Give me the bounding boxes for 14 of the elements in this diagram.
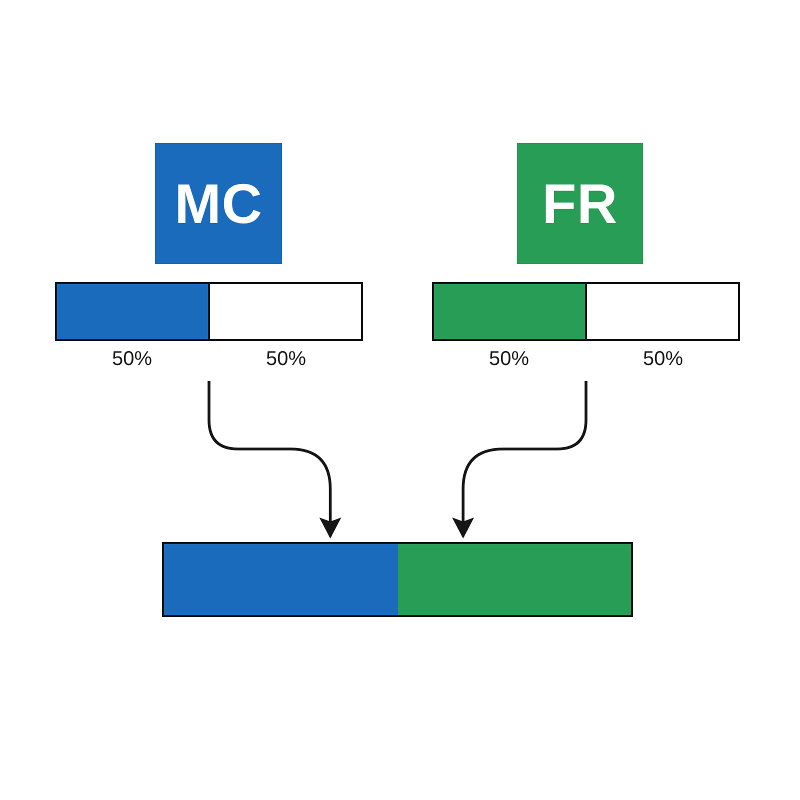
tile-label: MC [174,172,263,234]
bar-segment [164,544,398,615]
arrow [452,381,588,538]
bar-segment [57,284,208,339]
bar-segment [398,544,631,615]
bar-segment [434,284,585,339]
percent-label: 50% [266,348,306,371]
label-tile [517,143,643,264]
percent-label: 50% [488,348,530,371]
tile-label: FR [542,172,618,234]
percent-label: 50% [112,348,152,371]
arrow [208,381,342,538]
label-tile [155,143,282,264]
percent-label: 50% [642,348,684,371]
